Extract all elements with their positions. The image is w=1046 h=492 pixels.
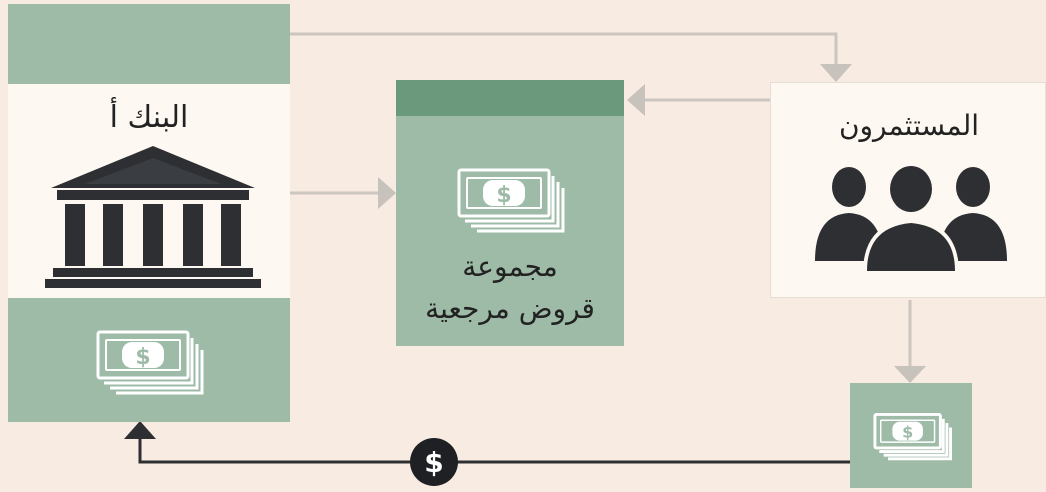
payment-coin-symbol: $ bbox=[424, 445, 444, 479]
arrow-head-pool-left bbox=[378, 177, 396, 209]
pool-top-bar bbox=[396, 80, 624, 116]
dollar-symbol: $ bbox=[496, 183, 511, 208]
bank-icon bbox=[45, 146, 261, 288]
payment-coin-icon: $ bbox=[410, 438, 458, 486]
dollar-symbol: $ bbox=[902, 423, 913, 442]
cash-stack-icon: $ bbox=[96, 330, 204, 395]
dollar-symbol: $ bbox=[135, 345, 150, 370]
arrow-head-investors bbox=[820, 64, 852, 82]
investors-group-icon bbox=[815, 165, 1007, 273]
bank-top-bar bbox=[8, 4, 290, 84]
arrow-head-pool-right bbox=[627, 84, 645, 116]
bank-money-section: $ bbox=[8, 298, 290, 422]
arrow-head-money bbox=[894, 366, 926, 383]
investors-title: المستثمرون bbox=[838, 109, 980, 142]
cash-stack-icon: $ bbox=[457, 168, 565, 233]
pool-title-line1: مجموعة bbox=[462, 250, 558, 283]
bank-panel: البنك أ bbox=[8, 84, 290, 298]
connector-bank-to-investors bbox=[290, 32, 838, 66]
arrow-head-bank bbox=[124, 421, 156, 439]
pool-title-line2: قروض مرجعية bbox=[425, 292, 595, 325]
investors-money-box: $ bbox=[850, 383, 972, 488]
cash-stack-icon: $ bbox=[873, 413, 952, 461]
connector-money-to-bank bbox=[138, 436, 850, 464]
investors-panel: المستثمرون bbox=[770, 82, 1046, 298]
bank-title: البنك أ bbox=[109, 100, 189, 135]
pool-panel: $ مجموعة قروض مرجعية bbox=[396, 116, 624, 346]
